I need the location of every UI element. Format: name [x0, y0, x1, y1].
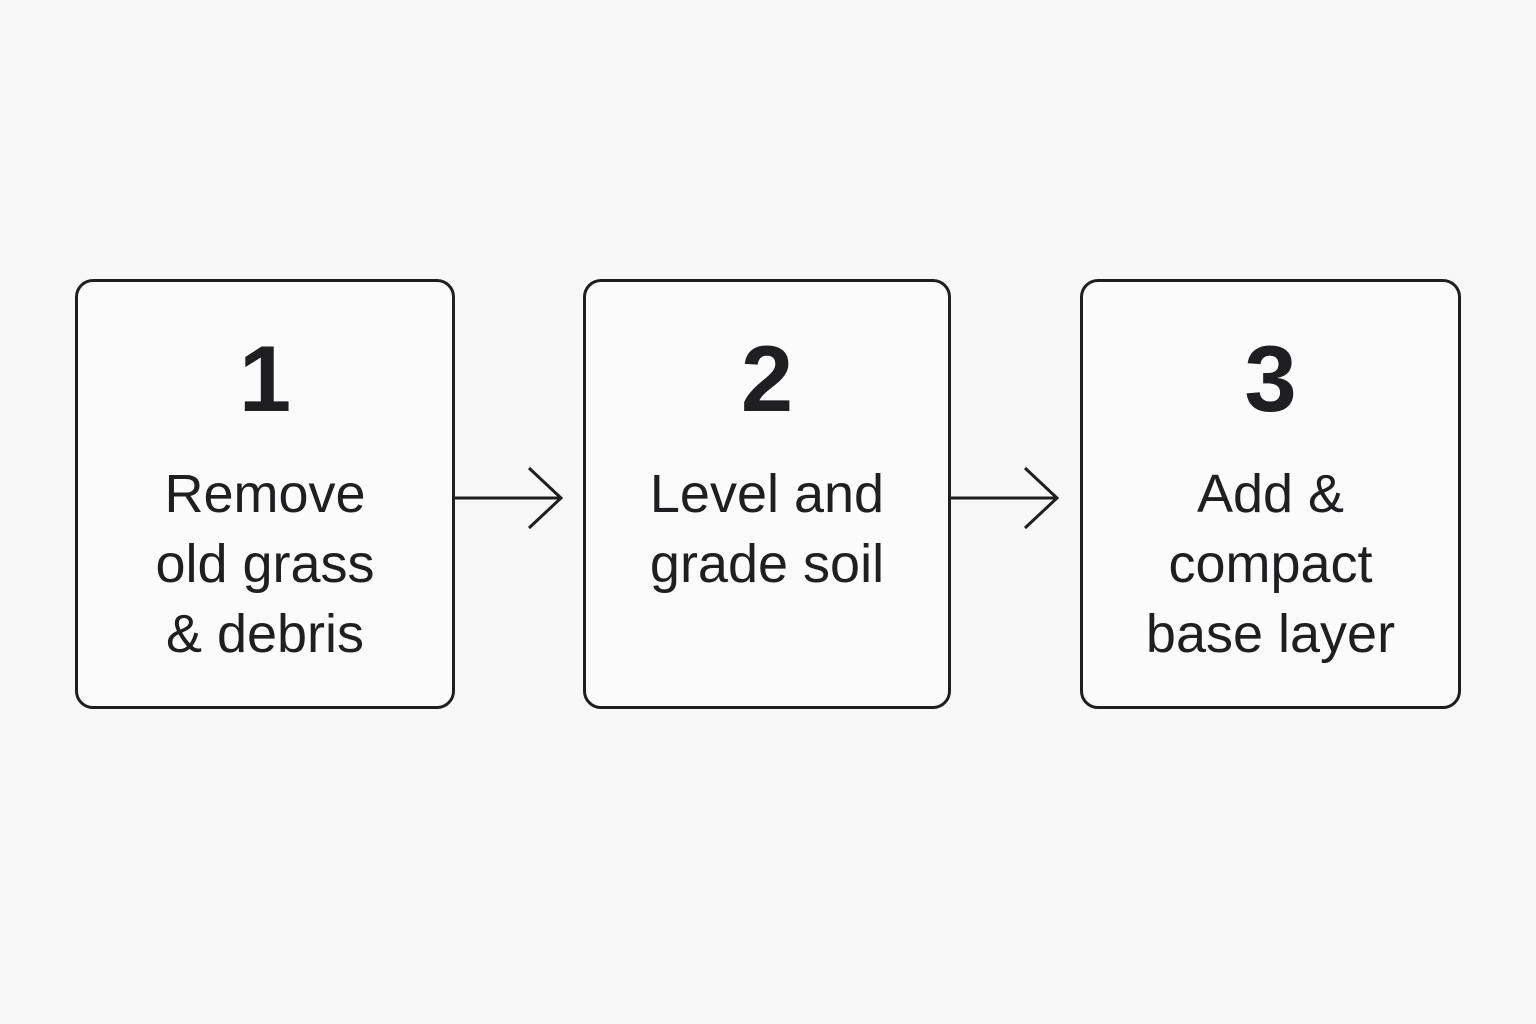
step-2-box: 2 Level and grade soil — [583, 279, 951, 709]
step-1-number: 1 — [238, 326, 292, 431]
step-1-label-line-2: old grass — [155, 534, 375, 594]
step-1-box: 1 Remove old grass & debris — [75, 279, 455, 709]
arrow-right-icon — [455, 466, 564, 530]
step-2-number: 2 — [740, 326, 794, 431]
step-1-label-line-1: Remove — [164, 464, 366, 524]
step-1-label: Remove old grass & debris — [78, 459, 452, 669]
step-3-label: Add & compact base layer — [1083, 459, 1458, 669]
step-3-label-line-3: base layer — [1145, 604, 1396, 664]
step-2-label-line-1: Level and — [649, 464, 885, 524]
step-2-label: Level and grade soil — [586, 459, 948, 599]
step-3-label-line-1: Add & — [1196, 464, 1345, 524]
step-3-box: 3 Add & compact base layer — [1080, 279, 1461, 709]
step-3-number: 3 — [1244, 326, 1297, 431]
arrow-right-icon — [951, 466, 1060, 530]
step-3-label-line-2: compact — [1168, 534, 1373, 594]
step-1-label-line-3: & debris — [165, 604, 365, 664]
step-2-label-line-2: grade soil — [649, 534, 885, 594]
